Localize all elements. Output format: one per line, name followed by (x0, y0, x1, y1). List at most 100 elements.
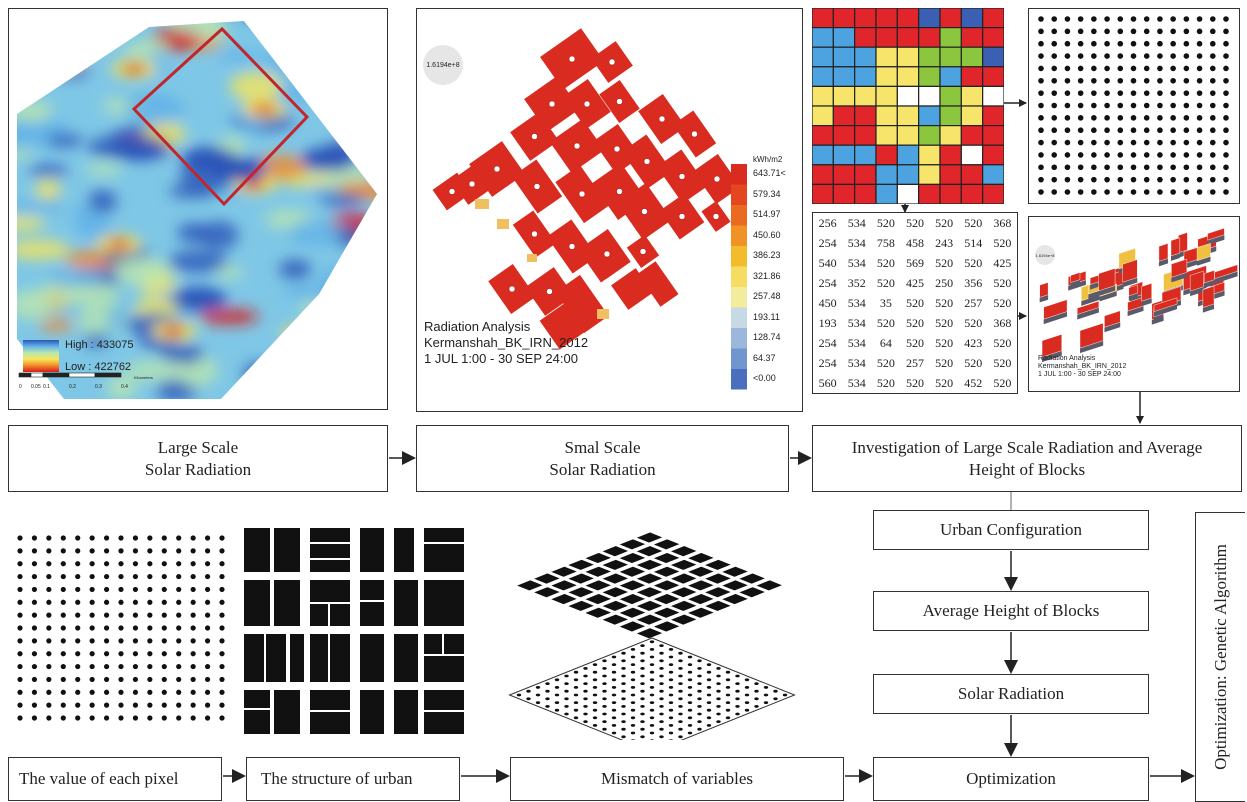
iso-block (720, 593, 750, 606)
grid-dot (31, 651, 38, 657)
iso-dot (697, 720, 702, 723)
iso-dot (763, 693, 769, 697)
iso-dot (545, 689, 550, 693)
grid-dot (1157, 189, 1163, 195)
iso-block (737, 572, 767, 585)
iso-dot (564, 712, 569, 716)
grid-dot (1183, 164, 1190, 171)
grid-dot (1183, 102, 1190, 109)
iso-dot (649, 678, 655, 682)
iso-block (617, 606, 648, 619)
grid-dot (1209, 139, 1216, 146)
grid-dot (103, 689, 110, 695)
iso-dot (716, 682, 721, 685)
iso-dot (678, 697, 683, 701)
grid-dot (1038, 176, 1044, 183)
grid-dot (1196, 40, 1203, 47)
iso-dot (564, 697, 569, 701)
iso-dot (611, 716, 617, 720)
iso-block (583, 552, 614, 564)
grid-dot (1196, 16, 1203, 22)
grid-dot (1104, 65, 1110, 72)
iso-dot (573, 686, 579, 689)
iso-dot (583, 712, 588, 716)
grid-dot (31, 586, 38, 593)
grid-dot (1170, 152, 1176, 158)
radiation-legend-swatch (731, 225, 747, 246)
table-cell: 520 (935, 295, 954, 310)
pixel-dot-grid (1038, 16, 1229, 195)
grid-dot (1183, 28, 1190, 35)
iso-dot (526, 689, 531, 693)
iso-dot (716, 720, 721, 723)
iso-dot (630, 678, 636, 682)
iso-block (583, 565, 614, 578)
grid-dot (1117, 115, 1124, 121)
radiation-legend-swatch (731, 164, 747, 185)
grid-dot (1183, 176, 1190, 183)
urban-block (424, 712, 464, 734)
grid-dot (1223, 77, 1229, 84)
iso-dot (535, 693, 541, 697)
iso-block (685, 593, 716, 606)
building-roof (1189, 270, 1204, 292)
table-cell: 514 (964, 235, 983, 250)
grid-dot (1130, 65, 1137, 72)
iso-dot (592, 716, 598, 720)
iso-dot (659, 667, 664, 670)
table-cell: 193 (818, 315, 837, 330)
grid-dot (1157, 53, 1163, 59)
urban-block (360, 690, 384, 734)
iso-dot (668, 701, 674, 704)
building-roof (1153, 297, 1178, 312)
iso-dot (754, 697, 759, 701)
grid-dot (1038, 77, 1044, 84)
grid-dot (75, 573, 81, 580)
iso-dot (630, 663, 636, 666)
iso-dot (659, 682, 664, 685)
grid-dot (1051, 53, 1058, 59)
iso-block (703, 599, 733, 612)
iso-dot (592, 686, 598, 689)
table-cell: 368 (993, 315, 1012, 330)
grid-dot (1130, 176, 1137, 183)
iso-dot (611, 724, 617, 727)
grid-dot (147, 651, 153, 657)
iso-dot (611, 693, 617, 697)
iso-block (651, 552, 682, 564)
grid-dot (1117, 77, 1124, 84)
grid-dot (75, 535, 81, 541)
urban-block (310, 560, 350, 572)
urban-block (330, 634, 350, 682)
building-roof (1171, 258, 1188, 278)
iso-dot (535, 686, 541, 689)
iso-dot (659, 674, 664, 678)
iso-dot (649, 724, 655, 727)
grid-dot (1104, 115, 1110, 121)
grid-dot (219, 548, 225, 554)
table-cell: 452 (964, 375, 983, 390)
grid-dot (1130, 102, 1137, 109)
urban-block (244, 580, 270, 626)
building-roof (1202, 285, 1215, 308)
grid-dot (89, 651, 95, 657)
iso-dot (554, 678, 560, 682)
grid-dot (1064, 176, 1071, 183)
table-cell: 35 (879, 295, 892, 310)
grid-dot (1091, 164, 1097, 171)
urban-structure-box: The structure of urban (246, 757, 460, 801)
grid-dot (75, 561, 81, 567)
grid-dot (31, 638, 38, 644)
iso-dot (754, 689, 759, 693)
grid-dot (1170, 102, 1176, 109)
radiation-caption: Radiation Analysis Kermanshah_BK_IRN_201… (424, 319, 588, 367)
grid-dot (1091, 102, 1097, 109)
iso-block (583, 593, 614, 606)
grid-dot (1091, 16, 1097, 22)
grid-dot (1117, 102, 1124, 109)
grid-dot (103, 702, 110, 708)
grid-dot (1170, 40, 1176, 47)
table-cell: 520 (993, 355, 1012, 370)
